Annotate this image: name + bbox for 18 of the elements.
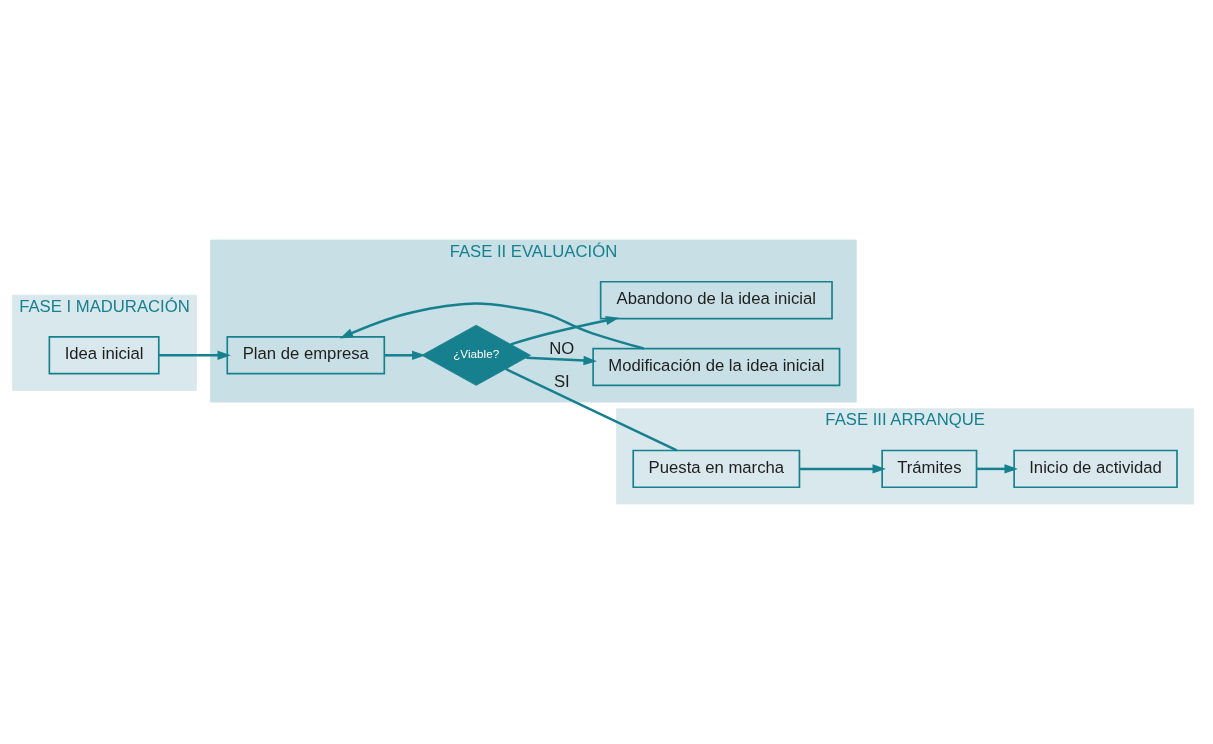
node-box: Inicio de actividad: [1013, 449, 1178, 489]
arrow: [526, 355, 597, 366]
arrow: [339, 302, 644, 350]
node-box: Plan de empresa: [226, 336, 386, 375]
arrow: [976, 464, 1018, 474]
node-diamond: ¿Viable?: [421, 324, 531, 386]
edge-label: NO: [549, 339, 575, 359]
arrow: [384, 350, 426, 360]
node-box: Trámites: [881, 449, 978, 489]
arrow: [799, 464, 886, 474]
node-box: Abandono de la idea inicial: [599, 280, 833, 320]
node-box: Puesta en marcha: [632, 449, 801, 489]
node-box: Modificación de la idea inicial: [592, 347, 841, 387]
arrow: [510, 315, 620, 346]
connector: [505, 367, 678, 452]
arrow: [159, 350, 231, 360]
edge-label: SI: [553, 372, 570, 392]
node-box: Idea inicial: [48, 336, 160, 375]
